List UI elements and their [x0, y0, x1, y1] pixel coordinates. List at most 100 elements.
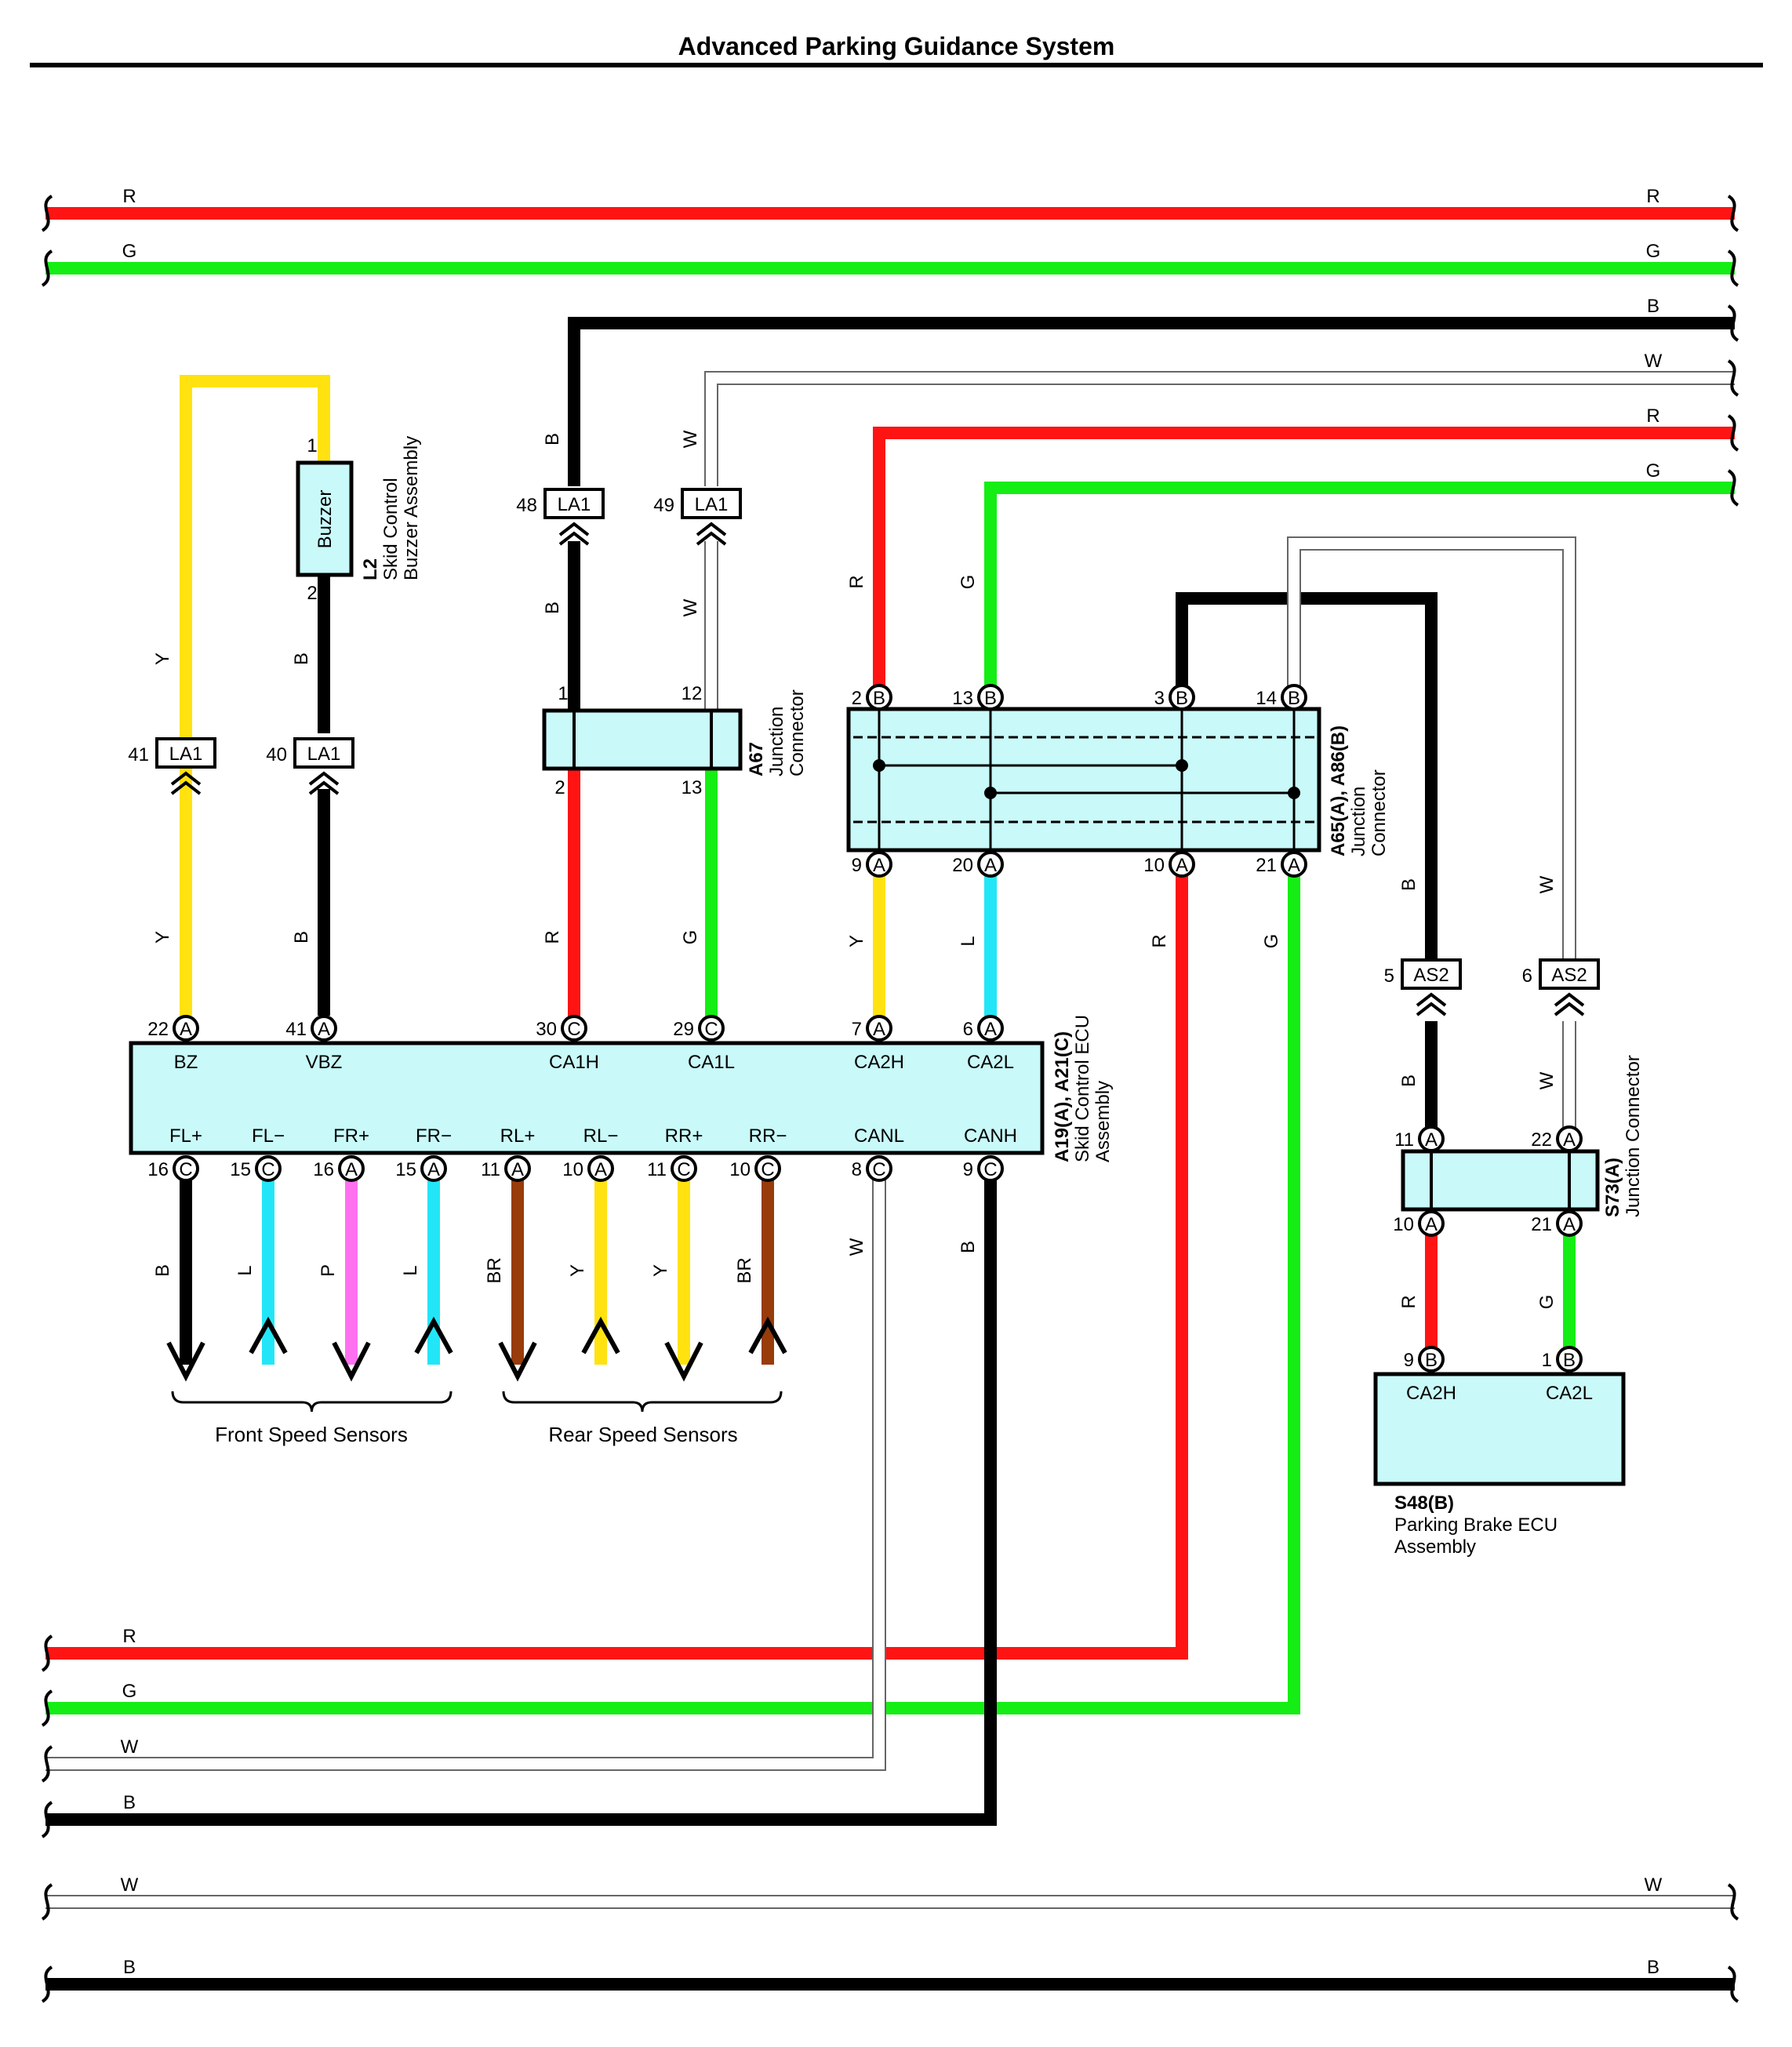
arrow-down-icon	[664, 1341, 703, 1382]
pin-ecu-bottom	[866, 1155, 892, 1182]
arrow-down-icon	[498, 1341, 537, 1382]
pin-number: 2	[554, 777, 565, 798]
pin-letter: B	[1176, 688, 1188, 709]
wire-color-label: Y	[152, 653, 173, 665]
component-name: Skid Control	[380, 478, 402, 580]
front-sensors-label: Front Speed Sensors	[215, 1423, 408, 1446]
pin-number: 14	[1256, 688, 1277, 709]
pin-number: 22	[147, 1019, 169, 1040]
pin-ecu-top	[561, 1015, 587, 1042]
component-name: Parking Brake ECU	[1394, 1514, 1558, 1536]
chevron-icon	[1416, 992, 1447, 1007]
wire-g-bottom-bus	[45, 864, 1300, 1714]
junction-a67-box	[542, 708, 743, 771]
pin-letter: B	[984, 688, 997, 709]
wire-color-label: P	[318, 1264, 339, 1277]
arrow-up-icon	[581, 1316, 620, 1354]
pin-letter: A	[1563, 1129, 1576, 1151]
pin-letter: A	[873, 1019, 885, 1040]
pin-number: 5	[1384, 965, 1394, 987]
pin-number: 3	[1154, 688, 1165, 709]
pin-number: 13	[952, 688, 973, 709]
pin-s48	[1556, 1346, 1583, 1373]
connector-la1-48-label: LA1	[558, 494, 591, 515]
pin-number: 21	[1256, 855, 1277, 876]
pin-a65-bottom	[977, 851, 1004, 878]
connector-la1-41-label: LA1	[169, 744, 203, 765]
connector-as2-6-label: AS2	[1551, 965, 1587, 986]
component-id: L2	[360, 558, 381, 580]
wire-color-label: Y	[152, 931, 173, 944]
component-name: Connector	[1369, 769, 1390, 856]
wire-break-mark	[1727, 414, 1739, 452]
wire-y-buzzer	[180, 375, 330, 1016]
pin-number: 15	[395, 1159, 416, 1180]
terminal-name: BZ	[174, 1052, 198, 1073]
wire-break-mark	[41, 1965, 53, 2003]
pin-letter: A	[1176, 855, 1188, 876]
pin-letter: A	[427, 1159, 440, 1180]
pin-s73	[1418, 1210, 1445, 1237]
pin-ecu-bottom	[754, 1155, 781, 1182]
wire-color-label: W	[1645, 1874, 1663, 1896]
connector-la1-41	[155, 737, 216, 769]
pin-number: 6	[1522, 965, 1532, 987]
junction-dot	[984, 787, 997, 799]
pin-ecu-bottom	[255, 1155, 282, 1182]
pin-letter: A	[345, 1159, 358, 1180]
pin-ecu-top	[311, 1015, 337, 1042]
wire-color-label: L	[958, 936, 979, 946]
connector-la1-40-label: LA1	[307, 744, 341, 765]
wire-color-label: B	[291, 653, 312, 665]
pin-number: 1	[558, 683, 568, 704]
pin-ecu-bottom	[671, 1155, 697, 1182]
wire-w-la1-49	[706, 373, 1735, 486]
wire-color-label: W	[1536, 875, 1558, 893]
wire-r-bottom-bus	[45, 864, 1188, 1660]
junction-s73-box	[1401, 1149, 1600, 1212]
terminal-name: CANL	[854, 1125, 904, 1147]
wire-break-mark	[1727, 1883, 1739, 1921]
wire-color-label: B	[542, 602, 563, 614]
connector-la1-49-label: LA1	[695, 494, 729, 515]
wire-color-label: R	[122, 186, 136, 207]
wire-color-label: W	[1645, 351, 1663, 372]
terminal-name: CA2L	[967, 1052, 1014, 1073]
pin-number: 11	[1394, 1129, 1414, 1151]
connector-as2-5	[1401, 958, 1462, 990]
pin-ecu-top	[173, 1015, 199, 1042]
wire-color-label: G	[122, 241, 137, 262]
wire-color-label: R	[542, 930, 563, 944]
wire-color-label: G	[1646, 241, 1661, 262]
wire-color-label: Y	[846, 935, 867, 947]
pin-ecu-bottom	[504, 1155, 531, 1182]
pin-s73	[1556, 1210, 1583, 1237]
terminal-name: CA2H	[1406, 1383, 1456, 1404]
chevron-icon	[170, 771, 202, 786]
pin-number: 9	[963, 1159, 973, 1180]
pin-s48	[1418, 1346, 1445, 1373]
pin-letter: C	[677, 1159, 690, 1180]
pin-ecu-top	[698, 1015, 725, 1042]
component-name: Assembly	[1092, 1081, 1114, 1162]
wire-color-label: W	[846, 1238, 867, 1256]
chevron-icon	[558, 522, 590, 536]
terminal-name: CA2H	[854, 1052, 904, 1073]
chevron-icon	[696, 531, 727, 546]
pin-number: 2	[852, 688, 862, 709]
wire-color-label: G	[680, 930, 701, 945]
pin-s73	[1418, 1125, 1445, 1152]
pin-letter: B	[1288, 688, 1300, 709]
pin-letter: C	[179, 1159, 192, 1180]
wire-break-mark	[41, 1689, 53, 1727]
pin-number: 16	[147, 1159, 169, 1180]
pin-letter: B	[1563, 1350, 1576, 1371]
chevron-icon	[558, 531, 590, 546]
pin-number: 29	[673, 1019, 694, 1040]
terminal-name: RL+	[500, 1125, 536, 1147]
front-sensors-brace	[171, 1391, 453, 1413]
pin-a65-top	[1281, 684, 1307, 711]
wire-break-mark	[41, 249, 53, 287]
